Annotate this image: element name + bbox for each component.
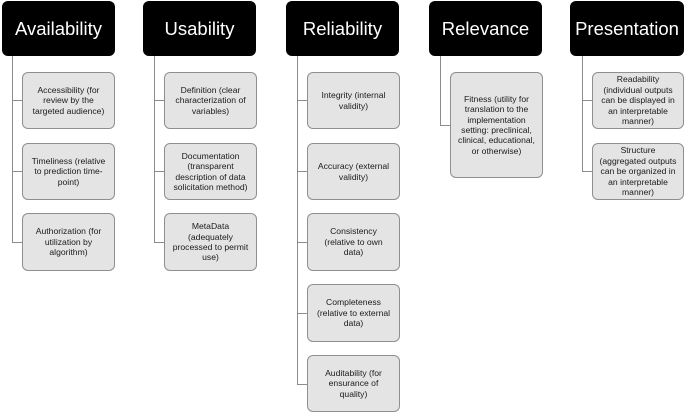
- connector-branch: [12, 242, 22, 243]
- connector-branch: [440, 125, 450, 126]
- header-availability: Availability: [2, 1, 115, 56]
- card-fitness: Fitness (utility for translation to the …: [450, 72, 543, 178]
- column-usability: Usability Definition (clear characteriza…: [142, 0, 257, 413]
- connector-trunk: [440, 56, 441, 125]
- column-presentation: Presentation Readability (individual out…: [570, 0, 685, 413]
- connector-trunk: [582, 56, 583, 171]
- card-definition: Definition (clear characterization of va…: [164, 72, 257, 129]
- connector-branch: [582, 171, 592, 172]
- connector-branch: [297, 171, 307, 172]
- connector-branch: [297, 100, 307, 101]
- card-auditability: Auditability (for ensurance of quality): [307, 355, 400, 412]
- connector-branch: [154, 100, 164, 101]
- connector-branch: [154, 242, 164, 243]
- connector-branch: [12, 100, 22, 101]
- header-presentation: Presentation: [570, 1, 684, 56]
- card-documentation: Documentation (transparent description o…: [164, 143, 257, 200]
- column-relevance: Relevance Fitness (utility for translati…: [428, 0, 543, 413]
- connector-branch: [12, 171, 22, 172]
- column-availability: Availability Accessibility (for review b…: [0, 0, 115, 413]
- card-integrity: Integrity (internal validity): [307, 72, 400, 129]
- connector-trunk: [154, 56, 155, 242]
- card-authorization: Authorization (for utilization by algori…: [22, 213, 115, 271]
- connector-trunk: [12, 56, 13, 242]
- header-reliability: Reliability: [286, 1, 399, 56]
- card-timeliness: Timeliness (relative to prediction time-…: [22, 143, 115, 200]
- connector-branch: [297, 313, 307, 314]
- card-completeness: Completeness (relative to external data): [307, 284, 400, 342]
- column-reliability: Reliability Integrity (internal validity…: [285, 0, 400, 413]
- connector-branch: [297, 242, 307, 243]
- card-metadata: MetaData (adequately processed to permit…: [164, 213, 257, 271]
- connector-branch: [154, 171, 164, 172]
- card-accuracy: Accuracy (external validity): [307, 143, 400, 200]
- header-usability: Usability: [143, 1, 256, 56]
- header-relevance: Relevance: [429, 1, 542, 56]
- card-consistency: Consistency (relative to own data): [307, 213, 400, 271]
- connector-trunk: [297, 56, 298, 384]
- card-structure: Structure (aggregated outputs can be org…: [592, 143, 684, 200]
- card-accessibility: Accessibility (for review by the targete…: [22, 72, 115, 129]
- card-readability: Readability (individual outputs can be d…: [592, 72, 684, 129]
- connector-branch: [297, 384, 307, 385]
- connector-branch: [582, 100, 592, 101]
